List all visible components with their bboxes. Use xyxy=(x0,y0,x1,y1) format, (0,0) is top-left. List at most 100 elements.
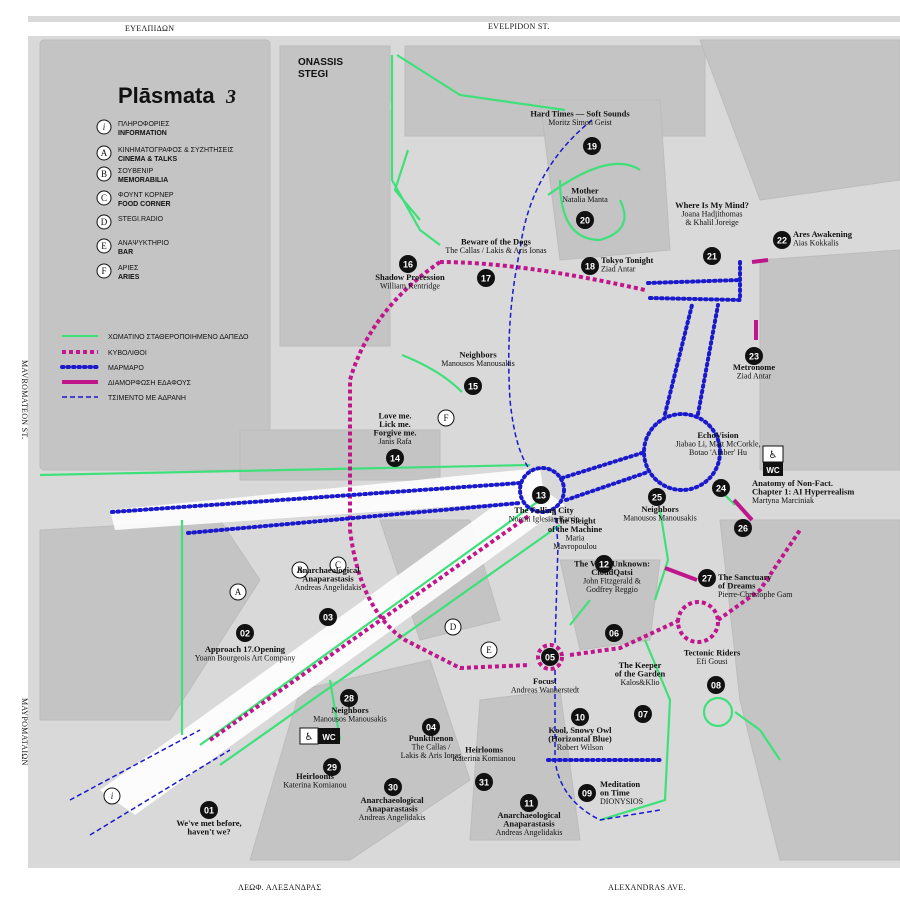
marker-e[interactable]: E xyxy=(480,641,498,659)
marker-i[interactable]: i xyxy=(103,787,121,805)
poi-marker xyxy=(236,624,254,642)
marker-d[interactable]: D xyxy=(444,618,462,636)
marker-a[interactable]: A xyxy=(229,583,247,601)
earth-paths xyxy=(39,54,781,822)
poi-artist: Yoann Bourgeois Art Company xyxy=(195,654,296,663)
facility-gr: ΠΛΗΡΟΦΟΡΙΕΣ xyxy=(118,121,170,128)
poi-artist: Martyna Marciniak xyxy=(752,496,814,505)
facility-key: E xyxy=(101,241,107,251)
poi-number: 06 xyxy=(609,629,619,639)
poi-title: (Horizontal Blue) xyxy=(548,734,612,744)
poi-marker xyxy=(399,255,417,273)
legend-cement: ΤΣΙΜΕΝΤΟ ΜΕ ΑΔΡΑΝΗ xyxy=(108,395,186,402)
svg-text:E: E xyxy=(486,645,492,655)
poi-artist: Natalia Manta xyxy=(562,195,608,204)
marker-f[interactable]: F xyxy=(437,409,455,427)
poi-artist: Ziad Antar xyxy=(601,265,636,274)
street-top-en: EVELPIDON ST. xyxy=(488,22,550,31)
facility-gr: ΑΝΑΨΥΚΤΗΡΙΟ xyxy=(118,240,170,247)
marker-c[interactable]: C xyxy=(329,556,347,574)
poi-title: Anarchaeological xyxy=(296,565,360,575)
poi-marker xyxy=(745,347,763,365)
poi-marker xyxy=(734,519,752,537)
venue-line2: STEGI xyxy=(298,69,328,80)
svg-text:WC: WC xyxy=(766,466,780,475)
poi-marker xyxy=(200,801,218,819)
street-bottom-en: ALEXANDRAS AVE. xyxy=(608,883,686,892)
poi-title: The Sleight xyxy=(554,516,595,526)
poi-marker xyxy=(578,784,596,802)
poi-number: 15 xyxy=(468,382,478,392)
poi-number: 14 xyxy=(390,454,400,464)
poi-title: Ares Awakening xyxy=(793,229,853,239)
poi-title: We've met before, xyxy=(176,818,241,828)
poi-number: 01 xyxy=(204,806,214,816)
poi-title: of the Machine xyxy=(548,524,603,534)
marker-b[interactable]: B xyxy=(291,561,309,579)
poi-marker xyxy=(773,231,791,249)
poi-title: EchoVision xyxy=(697,430,739,440)
poi-title: Hard Times — Soft Sounds xyxy=(530,109,630,119)
poi-title: Neighbors xyxy=(331,705,369,715)
poi-title: Anaparastasis xyxy=(366,804,418,814)
poi-title: Chapter 1: AI Hyperrealism xyxy=(752,487,854,497)
brand-title: Plāsmata xyxy=(118,83,215,108)
poi-marker xyxy=(464,377,482,395)
poi-artist: Janis Rafa xyxy=(378,437,412,446)
poi-number: 21 xyxy=(707,252,717,262)
facility-gr: ΑΡΙΕΣ xyxy=(118,265,139,272)
poi-title: The Sanctuary xyxy=(718,572,772,582)
poi-number: 12 xyxy=(599,560,609,570)
poi-number: 31 xyxy=(479,778,489,788)
facility-key: F xyxy=(101,266,106,276)
poi-marker xyxy=(323,758,341,776)
poi-number: 04 xyxy=(426,723,436,733)
svg-text:i: i xyxy=(111,791,114,801)
poi-number: 13 xyxy=(536,491,546,501)
poi-marker xyxy=(532,486,550,504)
poi-number: 25 xyxy=(652,493,662,503)
poi-number: 22 xyxy=(777,236,787,246)
poi-artist: Lakis & Aris Ionas xyxy=(401,751,462,760)
poi-artist: Noemi Iglesias Barrio xyxy=(509,515,580,524)
poi-number: 19 xyxy=(587,142,597,152)
poi-artist: Robert Wilson xyxy=(557,743,603,752)
poi-number: 17 xyxy=(481,274,491,284)
poi-artist: Jiabao Li, Matt McCorkle, xyxy=(675,440,760,449)
poi-title: Shadow Procession xyxy=(375,272,445,282)
